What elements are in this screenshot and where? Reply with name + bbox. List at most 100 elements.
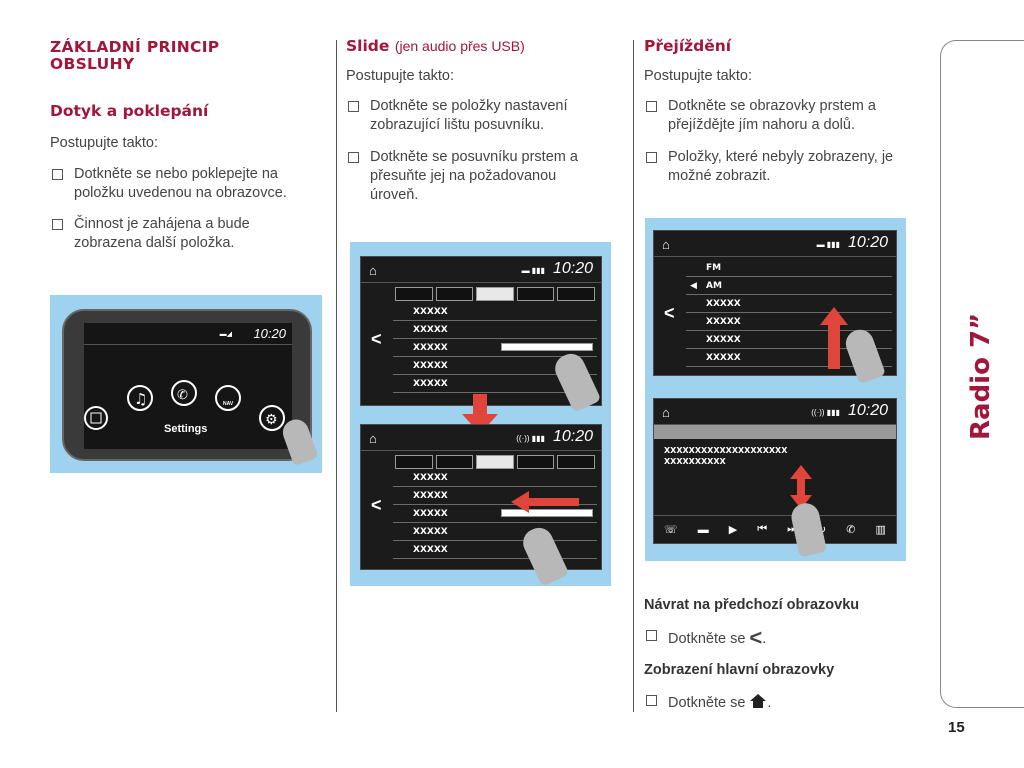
tab — [395, 455, 433, 469]
nav-label: NAV — [223, 401, 234, 407]
col2-bullet-2: Dotkněte se posuvníku prstem a přesuňte … — [346, 148, 578, 205]
call-icon: ✆ — [846, 524, 856, 536]
device-screen: ▬◢ 10:20 ♫ ✆ ⚙ NAV Settings — [84, 323, 292, 449]
back-chevron-icon: < — [371, 495, 382, 515]
checkbox-bullet-icon — [646, 630, 657, 641]
column-divider — [336, 40, 337, 712]
home-icon: ⌂ — [662, 405, 670, 420]
nav-icon — [215, 385, 241, 411]
back-instruction: Dotkněte se <. — [644, 626, 766, 649]
slide-screen-1: ⌂ ▬ ▮▮▮ 10:20 < XXXXX XXXXX XXXXX XXXXX … — [360, 256, 602, 413]
settings-icon — [259, 405, 285, 431]
tab — [557, 287, 595, 301]
list-item: XXXXX — [686, 295, 892, 313]
clock: 10:20 — [847, 234, 888, 251]
screen-topbar: ⌂ ((·)) ▮▮▮ 10:20 — [654, 399, 896, 425]
list-item: XXXXX — [393, 303, 597, 321]
col3-bullet-2: Položky, které nebyly zobrazeny, je možn… — [644, 148, 893, 186]
clock: 10:20 — [552, 260, 593, 277]
settings-label: Settings — [164, 423, 208, 435]
arrow-up-icon — [820, 307, 848, 369]
back-heading: Návrat na předchozí obrazovku — [644, 597, 860, 613]
tab-bar — [395, 287, 595, 301]
slide-heading: Slide (jen audio přes USB) — [346, 37, 525, 55]
signal-icon: ▬◢ — [219, 331, 232, 338]
back-chevron-icon: < — [749, 625, 763, 650]
tab — [476, 455, 514, 469]
list-item: XXXXX — [393, 339, 597, 357]
play-icon: ▶ — [728, 524, 738, 536]
trash-icon: ▥ — [875, 524, 886, 536]
checkbox-bullet-icon — [646, 152, 657, 163]
svg-text:⚙: ⚙ — [265, 412, 278, 428]
section-heading: ZÁKLADNÍ PRINCIP OBSLUHY — [50, 38, 220, 73]
page-number: 15 — [948, 719, 965, 736]
list-item: XXXXX — [686, 313, 892, 331]
signal-icon: ((·)) ▮▮▮ — [516, 434, 545, 443]
col1-intro: Postupujte takto: — [50, 135, 159, 151]
tab-bar — [395, 455, 595, 469]
col2-intro: Postupujte takto: — [346, 68, 455, 84]
list-item: FM — [686, 259, 892, 277]
finger-icon — [788, 500, 828, 558]
home-instruction: Dotkněte se . — [644, 691, 771, 713]
touch-heading: Dotyk a poklepání — [50, 102, 209, 120]
speaker-icon: ◀ — [690, 281, 697, 291]
checkbox-bullet-icon — [646, 101, 657, 112]
finger-icon — [279, 415, 319, 467]
tab — [395, 287, 433, 301]
app-icons: ♫ ✆ ⚙ — [84, 380, 285, 431]
arrow-left-icon — [511, 491, 579, 513]
swipe-screen-1: ⌂ ▬ ▮▮▮ 10:20 < FM ◀AM XXXXX XXXXX XXXXX… — [653, 230, 897, 385]
phone-icon — [171, 380, 197, 406]
back-chevron-icon: < — [664, 303, 675, 323]
slider-bar — [501, 343, 593, 351]
checkbox-bullet-icon — [348, 152, 359, 163]
list-item: XXXXX — [393, 321, 597, 339]
list-item: XXXXX — [393, 505, 597, 523]
next-icon: ⏭ — [787, 523, 798, 535]
list-item: XXXXX — [393, 357, 597, 375]
list-item: ◀AM — [686, 277, 892, 295]
col3-bullet-1: Dotkněte se obrazovky prstem a přejížděj… — [644, 97, 876, 135]
signal-icon: ▬ ▮▮▮ — [521, 266, 545, 275]
slider-bar — [501, 509, 593, 517]
col3-intro: Postupujte takto: — [644, 68, 753, 84]
signal-icon: ▬ ▮▮▮ — [816, 240, 840, 249]
checkbox-bullet-icon — [52, 219, 63, 230]
gray-band — [654, 425, 896, 439]
home-icon: ⌂ — [369, 263, 377, 278]
back-chevron-icon: < — [371, 329, 382, 349]
list-item: XXXXX — [393, 375, 597, 393]
arrow-updown-icon — [790, 465, 812, 509]
phone-icon: ☏ — [664, 524, 678, 536]
list-item: XXXXX — [393, 487, 597, 505]
tab — [516, 287, 555, 301]
list-item: XXXXX — [686, 349, 892, 367]
column-divider — [633, 40, 634, 712]
audio-source-icon — [84, 406, 108, 430]
clock: 10:20 — [847, 402, 888, 419]
screen-topbar: ⌂ ((·)) ▮▮▮ 10:20 — [361, 425, 601, 451]
touch-illustration: ▬◢ 10:20 ♫ ✆ ⚙ NAV Settings — [50, 295, 322, 473]
home-heading: Zobrazení hlavní obrazovky — [644, 662, 835, 678]
tab — [435, 455, 474, 469]
swipe-screen-2: ⌂ ((·)) ▮▮▮ 10:20 XXXXXXXXXXXXXXXXXXXX X… — [653, 398, 897, 558]
home-icon: ⌂ — [369, 431, 377, 446]
chapter-label: Radio 7” — [966, 312, 996, 440]
folder-icon: ▬ — [697, 523, 709, 536]
music-icon — [127, 385, 153, 411]
chapter-tab — [940, 40, 1024, 708]
media-toolbar: ☏ ▬ ▶ ⏮ ⏭ ↻ ✆ ▥ — [654, 515, 896, 543]
list-item: XXXXX — [393, 523, 597, 541]
device-bezel: ▬◢ 10:20 ♫ ✆ ⚙ NAV Settings — [62, 309, 319, 467]
tab — [476, 287, 514, 301]
checkbox-bullet-icon — [646, 695, 657, 706]
home-icon: ⌂ — [662, 237, 670, 252]
home-icon — [750, 694, 767, 708]
swipe-heading: Přejíždění — [644, 37, 732, 55]
svg-text:♫: ♫ — [134, 390, 147, 408]
slide-screen-2: ⌂ ((·)) ▮▮▮ 10:20 < XXXXX XXXXX XXXXX XX… — [360, 424, 602, 587]
track-text: XXXXXXXXXXXXXXXXXXXX XXXXXXXXXX — [664, 446, 788, 466]
slide-illustration: ⌂ ▬ ▮▮▮ 10:20 < XXXXX XXXXX XXXXX XXXXX … — [350, 242, 611, 587]
